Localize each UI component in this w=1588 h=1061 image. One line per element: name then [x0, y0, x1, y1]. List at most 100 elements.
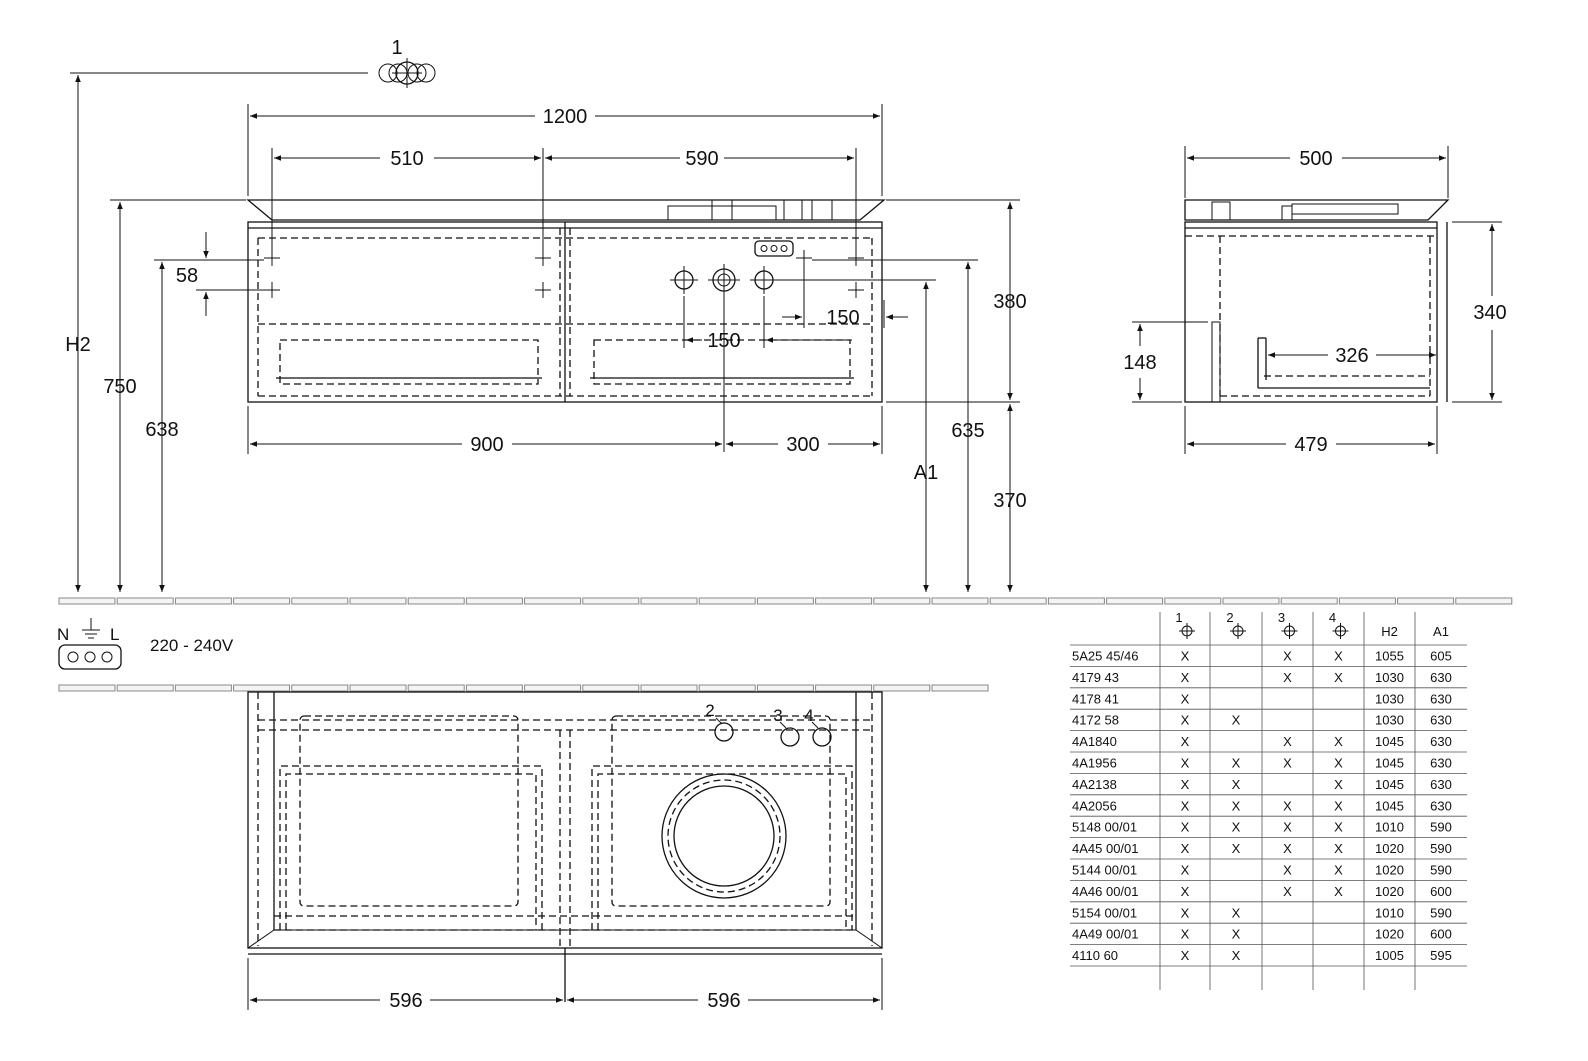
dim-left-span: 510	[390, 148, 423, 170]
table-cell: 1010	[1375, 905, 1404, 920]
floor-line	[58, 597, 1513, 605]
front-view: 1200 510 590 58 150 150 380 370 635 638 …	[65, 75, 1027, 592]
table-cell: X	[1283, 863, 1292, 878]
table-cell: X	[1181, 691, 1190, 706]
table-cell: X	[1334, 884, 1343, 899]
table-cell: X	[1181, 884, 1190, 899]
table-cell: X	[1283, 841, 1292, 856]
table-cell: X	[1232, 841, 1241, 856]
table-header: 3	[1278, 610, 1285, 625]
model-number-cell: 4A2138	[1072, 777, 1117, 792]
table-cell: X	[1232, 798, 1241, 813]
model-number-cell: 4A2056	[1072, 798, 1117, 813]
table-header-connection-3	[1281, 623, 1298, 639]
model-number-cell: 5144 00/01	[1072, 863, 1137, 878]
table-cell: 590	[1430, 905, 1452, 920]
callout-label-1: 1	[391, 37, 402, 59]
model-number-cell: 5154 00/01	[1072, 905, 1137, 920]
dim-900: 900	[470, 434, 503, 456]
table-cell: X	[1334, 670, 1343, 685]
wall-line	[58, 684, 989, 692]
table-cell: X	[1283, 884, 1292, 899]
live-label: L	[110, 625, 119, 644]
table-cell: 590	[1430, 820, 1452, 835]
table-cell: 1020	[1375, 841, 1404, 856]
table-cell: 1045	[1375, 734, 1404, 749]
table-cell: X	[1181, 820, 1190, 835]
table-cell: X	[1334, 841, 1343, 856]
dim-h2: H2	[65, 334, 91, 356]
table-cell: X	[1181, 756, 1190, 771]
dim-right-span: 590	[685, 148, 718, 170]
model-number-cell: 4178 41	[1072, 691, 1119, 706]
table-cell: 630	[1430, 713, 1452, 728]
plan-view: 2 3 4 596 596	[247, 691, 883, 1012]
dim-479: 479	[1294, 434, 1327, 456]
model-number-cell: 5148 00/01	[1072, 820, 1137, 835]
callout-3: 3	[773, 706, 782, 725]
dim-148: 148	[1123, 352, 1156, 374]
model-number-cell: 4179 43	[1072, 670, 1119, 685]
table-cell: 595	[1430, 948, 1452, 963]
table-header: 1	[1175, 610, 1182, 625]
tap-hole-3	[780, 727, 800, 747]
dim-340: 340	[1473, 302, 1506, 324]
ground-icon	[82, 618, 100, 639]
dim-750: 750	[103, 376, 136, 398]
table-cell: 1030	[1375, 670, 1404, 685]
table-header: H2	[1381, 624, 1398, 639]
table-cell: 630	[1430, 756, 1452, 771]
dim-150-right: 150	[826, 307, 859, 329]
table-header: 4	[1329, 610, 1336, 625]
table-cell: X	[1181, 670, 1190, 685]
model-number-cell: 4A49 00/01	[1072, 927, 1139, 942]
model-number-cell: 4172 58	[1072, 713, 1119, 728]
table-cell: X	[1334, 756, 1343, 771]
table-cell: 1045	[1375, 798, 1404, 813]
table-cell: X	[1181, 841, 1190, 856]
table-cell: 630	[1430, 734, 1452, 749]
model-number-cell: 4A1840	[1072, 734, 1117, 749]
connection-symbols	[670, 264, 778, 296]
table-cell: X	[1334, 649, 1343, 664]
table-header-connection-1	[1179, 623, 1195, 639]
dim-58: 58	[176, 265, 198, 287]
table-cell: X	[1232, 948, 1241, 963]
electrical-legend: N L 220 - 240V	[57, 618, 234, 670]
table-cell: 605	[1430, 649, 1452, 664]
side-view: 500 340 148 326 479	[1123, 146, 1507, 456]
table-cell: X	[1181, 798, 1190, 813]
table-cell: 590	[1430, 841, 1452, 856]
table-cell: 1045	[1375, 777, 1404, 792]
table-cell: X	[1232, 777, 1241, 792]
table-cell: X	[1283, 798, 1292, 813]
socket-icon	[754, 240, 794, 257]
table-cell: 1020	[1375, 884, 1404, 899]
neutral-label: N	[57, 625, 69, 644]
table-cell: X	[1181, 734, 1190, 749]
basin-outline	[661, 773, 787, 899]
table-cell: 630	[1430, 798, 1452, 813]
model-number-cell: 4110 60	[1072, 948, 1118, 963]
table-cell: 630	[1430, 691, 1452, 706]
tap-hole-2	[714, 722, 734, 742]
outlet-icon	[58, 644, 122, 670]
table-cell: X	[1181, 927, 1190, 942]
callout-2: 2	[705, 701, 714, 720]
table-cell: X	[1181, 948, 1190, 963]
table-cell: 600	[1430, 927, 1452, 942]
model-number-cell: 5A25 45/46	[1072, 649, 1139, 664]
model-number-cell: 4A45 00/01	[1072, 841, 1139, 856]
model-number-cell: 4A46 00/01	[1072, 884, 1139, 899]
table-header: A1	[1433, 624, 1449, 639]
dim-overall-width: 1200	[543, 106, 588, 128]
